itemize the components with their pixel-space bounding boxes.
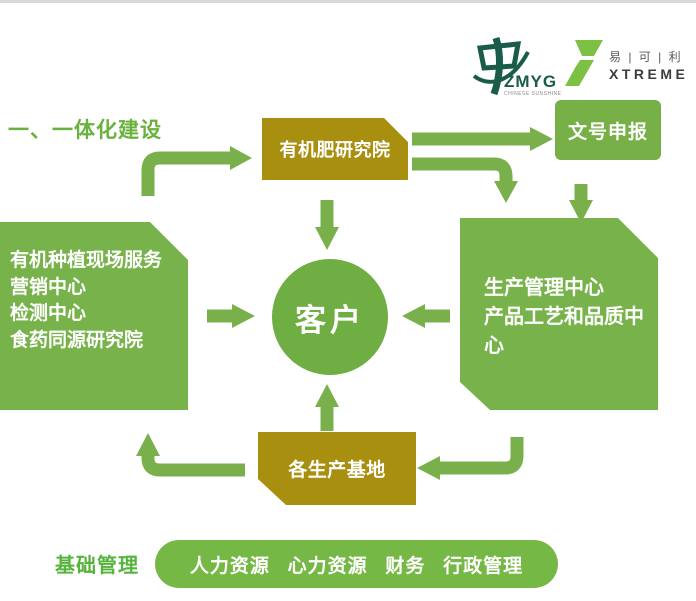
arrow-approval-to-production — [569, 184, 593, 223]
arrow-research-to-customer — [315, 200, 339, 250]
arrow-bases-to-customer — [315, 384, 339, 431]
node-production-bases: 各生产基地 — [258, 432, 416, 505]
arrow-research-to-approval — [412, 127, 553, 151]
arrow-leftservices-to-customer — [207, 304, 255, 328]
production-line: 生产管理中心 — [484, 277, 604, 299]
arrow-bases-to-leftservices — [136, 433, 245, 477]
footer-item: 心力资源 — [287, 555, 368, 577]
footer-item: 人力资源 — [189, 555, 270, 577]
footer-label: 基础管理 — [55, 555, 139, 577]
service-line: 有机种植现场服务 — [10, 250, 163, 271]
xtreme-logo-en: XTREME — [609, 66, 689, 82]
top-divider — [0, 0, 696, 3]
footer-pill: 人力资源 心力资源 财务 行政管理 — [155, 540, 558, 588]
arrow-production-to-bases — [417, 437, 524, 480]
xtreme-logo-cn: 易 | 可 | 利 — [609, 50, 683, 64]
zmyg-logo-tagline: CHINESE SUNSHINE — [504, 91, 562, 97]
service-line: 食药同源研究院 — [10, 329, 144, 351]
zmyg-logo: ZMYG CHINESE SUNSHINE — [472, 36, 564, 98]
section-title: 一、一体化建设 — [8, 119, 162, 142]
node-customer: 客户 — [272, 259, 388, 375]
arrow-left-to-research — [141, 146, 252, 196]
zmyg-logo-text: ZMYG — [504, 72, 558, 91]
xtreme-logo-icon — [565, 40, 603, 86]
service-line: 营销中心 — [10, 276, 87, 298]
xtreme-logo: 易 | 可 | 利 XTREME — [563, 40, 685, 90]
zmyg-logo-icon — [472, 36, 530, 96]
node-left-services: 有机种植现场服务 营销中心 检测中心 食药同源研究院 — [0, 222, 188, 410]
arrow-research-to-production — [412, 157, 518, 203]
node-research-institute: 有机肥研究院 — [262, 118, 408, 180]
production-line: 产品工艺和品质中心 — [484, 306, 644, 357]
arrow-production-to-customer — [402, 304, 450, 328]
service-line: 检测中心 — [10, 303, 87, 325]
node-document-application: 文号申报 — [555, 100, 661, 160]
node-production-center: 生产管理中心 产品工艺和品质中心 — [460, 218, 658, 410]
footer-item: 财务 — [385, 555, 426, 577]
footer-item: 行政管理 — [443, 555, 524, 577]
